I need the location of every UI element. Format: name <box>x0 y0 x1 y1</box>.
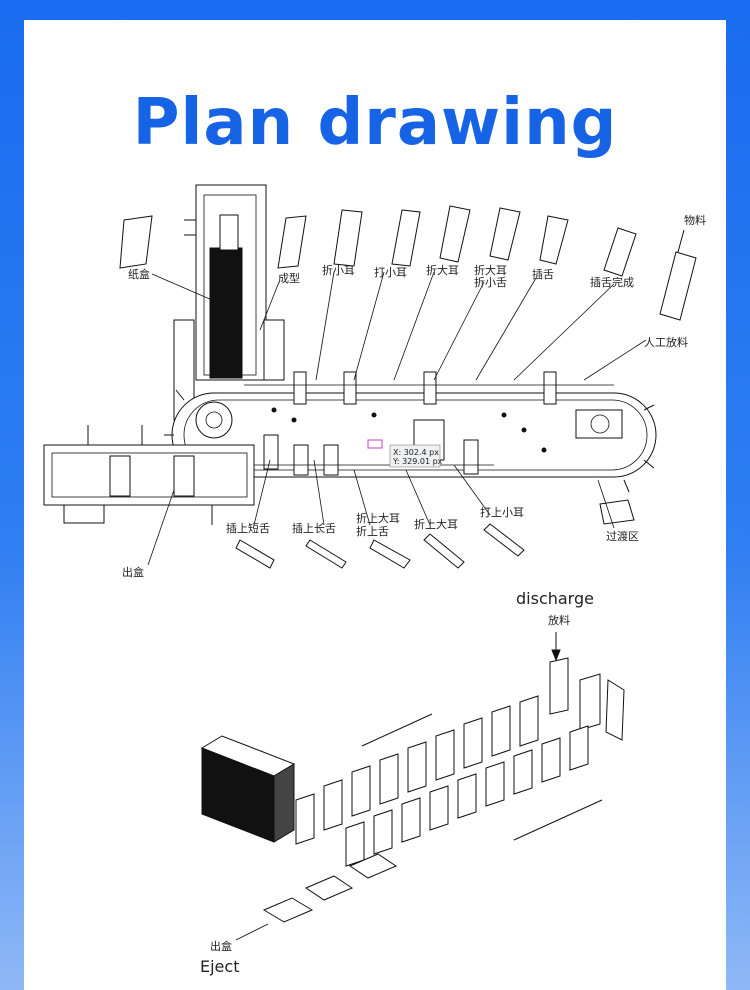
label-hit-upper-small-ear: 打上小耳 <box>480 505 524 519</box>
label-discharge-cn: 放料 <box>548 613 570 627</box>
label-out-box: 出盒 <box>122 565 144 579</box>
white-panel: Plan drawing <box>24 20 726 990</box>
label-manual-feed: 人工放料 <box>644 335 688 349</box>
cursor-y: Y: 329.01 px <box>392 457 443 466</box>
label-discharge-en: discharge <box>516 589 594 608</box>
label-fold-upper-big-ear-b: 折上大耳 <box>414 517 458 531</box>
label-insert-upper-long-tongue: 插上长舌 <box>292 521 336 535</box>
top-parts <box>119 205 697 321</box>
label-fold-small-tongue: 折小舌 <box>474 275 507 289</box>
box-magazine <box>173 184 285 421</box>
plan-diagram: X: 302.4 px Y: 329.01 px <box>43 184 706 976</box>
label-insert-tongue-done: 插舌完成 <box>590 275 634 289</box>
page-title: Plan drawing <box>132 86 618 160</box>
label-fold-big-ear: 折大耳 <box>426 263 459 277</box>
label-eject-en: Eject <box>200 957 239 976</box>
label-fold-small-ear: 折小耳 <box>322 263 355 277</box>
label-eject-cn: 出盒 <box>210 939 232 953</box>
label-material: 物料 <box>684 213 706 227</box>
label-paper-box: 纸盒 <box>128 267 150 281</box>
chain-conveyor <box>164 371 657 493</box>
label-transition-zone: 过渡区 <box>606 529 639 543</box>
cursor-x: X: 302.4 px <box>393 448 439 457</box>
label-hit-small-ear: 打小耳 <box>374 265 407 279</box>
label-fold-big-ear-2: 折大耳 <box>474 263 507 277</box>
label-fold-upper-tongue: 折上舌 <box>356 524 389 538</box>
bottom-parts <box>235 499 635 569</box>
label-fold-upper-big-ear-a: 折上大耳 <box>356 511 400 525</box>
cursor-readout <box>367 439 441 468</box>
label-forming: 成型 <box>278 271 300 285</box>
output-conveyor <box>43 425 255 525</box>
iso-diagram <box>200 632 625 941</box>
label-insert-tongue: 插舌 <box>532 267 554 281</box>
label-insert-upper-short-tongue: 插上短舌 <box>226 521 270 535</box>
leader-lines <box>147 229 685 566</box>
